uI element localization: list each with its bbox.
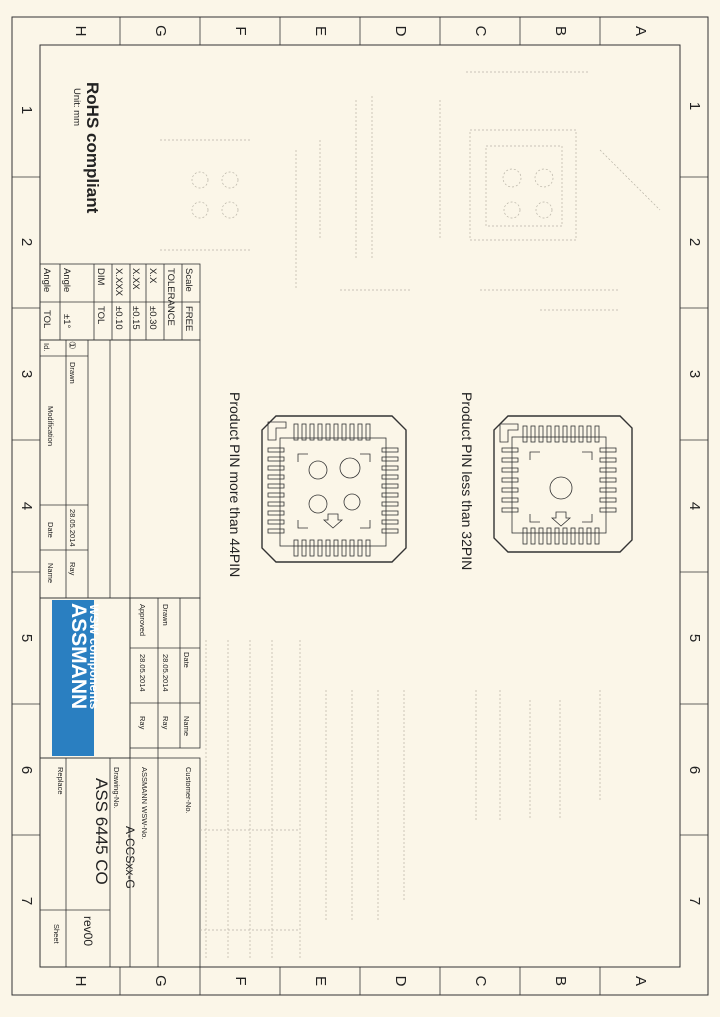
col-label-top-f: F (232, 26, 249, 35)
faint-spec-table-right (325, 690, 601, 920)
col-label-top-g: G (152, 25, 169, 37)
socket-view-small (493, 415, 633, 553)
row-label-right-7: 7 (686, 897, 703, 905)
row-label-right-6: 6 (686, 766, 703, 774)
drawing-no-value: ASS 6445 CO (92, 778, 111, 885)
row-label-left-7: 7 (18, 897, 35, 905)
logo-sub: WSW components (87, 604, 101, 710)
row-label-left-1: 1 (18, 106, 35, 114)
row-label-right-4: 4 (686, 502, 703, 510)
row-label-left-3: 3 (18, 370, 35, 378)
customer-no-label: Customer-No. (184, 767, 193, 814)
revision-date-label: Date (46, 522, 55, 538)
col-label-bottom-e: E (312, 976, 329, 986)
col-label-top-e: E (312, 26, 329, 36)
col-label-bottom-b: B (552, 976, 569, 986)
tol-dim-0: X.X (147, 268, 158, 284)
tol-dim-2: X.XXX (113, 268, 124, 297)
faint-dimension-drawing-top (160, 71, 661, 311)
col-label-bottom-f: F (232, 976, 249, 985)
revision-circle: ① (66, 341, 77, 350)
drawing-no-label: Drawing-No. (112, 767, 121, 809)
rohs-note: RoHS compliant (83, 82, 102, 214)
tol-dim-3: DIM (95, 268, 106, 286)
revision-id-label: Id. (42, 343, 51, 351)
row-label-right-3: 3 (686, 370, 703, 378)
approval-date-label: Date (182, 652, 191, 668)
assmann-no-value: A-CCSxx-G (123, 826, 137, 889)
row-dividers (12, 176, 708, 836)
unit-note: Unit: mm (71, 88, 82, 126)
scale-value: FREE (183, 306, 194, 331)
title-block (39, 748, 201, 968)
col-label-bottom-h: H (72, 976, 89, 987)
column-dividers (119, 17, 601, 995)
tol-val-3: TOL (95, 306, 106, 324)
col-label-top-b: B (552, 26, 569, 36)
scale-label: Scale (183, 268, 194, 292)
tol-val-0: ±0.30 (147, 306, 158, 330)
col-label-top-c: C (472, 26, 489, 37)
socket-view-large (261, 415, 407, 563)
approval-approved-date: 28.05.2014 (138, 654, 147, 692)
tol-dim-4: Angle (61, 268, 72, 292)
row-label-right-1: 1 (686, 102, 703, 110)
tol-dim-1: X.XX (130, 268, 141, 290)
col-label-bottom-d: D (392, 976, 409, 987)
tol-dim-5: Angle (41, 268, 52, 292)
faint-spec-table-left (200, 640, 301, 960)
tol-val-2: ±0.10 (113, 306, 124, 330)
col-label-top-d: D (392, 26, 409, 37)
col-label-top-h: H (72, 26, 89, 37)
revision-name-label: Name (46, 563, 55, 583)
product-pin-less-label: Product PIN less than 32PIN (459, 392, 475, 570)
approval-drawn-date: 28.05.2014 (161, 654, 170, 692)
tol-val-1: ±0.15 (130, 306, 141, 330)
revision-name-value: Ray (68, 562, 77, 576)
product-pin-more-label: Product PIN more than 44PIN (227, 392, 243, 577)
assmann-no-label: ASSMANN WSW-No. (140, 767, 149, 839)
col-label-bottom-g: G (152, 975, 169, 987)
logo-brand: ASSMANN (67, 603, 90, 709)
row-label-left-5: 5 (18, 634, 35, 642)
revision-drawn-label: Drawn (68, 362, 77, 384)
replace-label: Replace (56, 767, 65, 795)
row-label-left-2: 2 (18, 238, 35, 246)
row-label-right-5: 5 (686, 634, 703, 642)
approval-drawn-name: Ray (161, 716, 170, 730)
logo-background (52, 600, 94, 756)
revision-block (39, 339, 201, 599)
outer-frame (11, 16, 709, 996)
row-label-left-4: 4 (18, 502, 35, 510)
revision-date-value: 28.05.2014 (68, 509, 77, 547)
approval-approved-label: Approved (138, 604, 147, 636)
tol-val-4: ±1° (61, 314, 72, 328)
col-label-top-a: A (632, 26, 649, 36)
approval-name-label: Name (182, 716, 191, 736)
revision-modification-label: Modification (46, 406, 55, 446)
col-label-bottom-a: A (632, 976, 649, 986)
tol-val-5: TOL (41, 310, 52, 328)
approval-approved-name: Ray (138, 716, 147, 730)
row-label-right-2: 2 (686, 238, 703, 246)
row-label-left-6: 6 (18, 766, 35, 774)
tolerance-heading: TOLERANCE (165, 268, 176, 326)
revision-code: rev00 (81, 916, 95, 946)
col-label-bottom-c: C (472, 976, 489, 987)
approval-drawn-label: Drawn (161, 604, 170, 626)
sheet-label: Sheet (52, 924, 61, 945)
